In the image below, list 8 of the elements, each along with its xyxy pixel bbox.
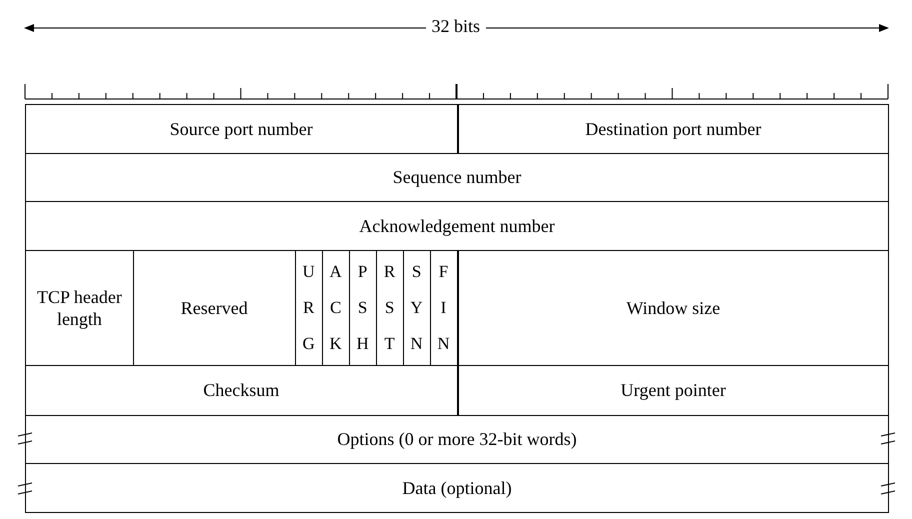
header-field: Source port number — [25, 104, 458, 154]
header-field: Data (optional) — [25, 463, 889, 513]
header-field: Acknowledgement number — [25, 201, 889, 251]
header-field: Options (0 or more 32-bit words) — [25, 415, 889, 464]
header-field: Destination port number — [456, 104, 889, 154]
header-field: Urgent pointer — [456, 365, 889, 416]
header-field: Window size — [456, 250, 889, 366]
header-field: Sequence number — [25, 153, 889, 202]
